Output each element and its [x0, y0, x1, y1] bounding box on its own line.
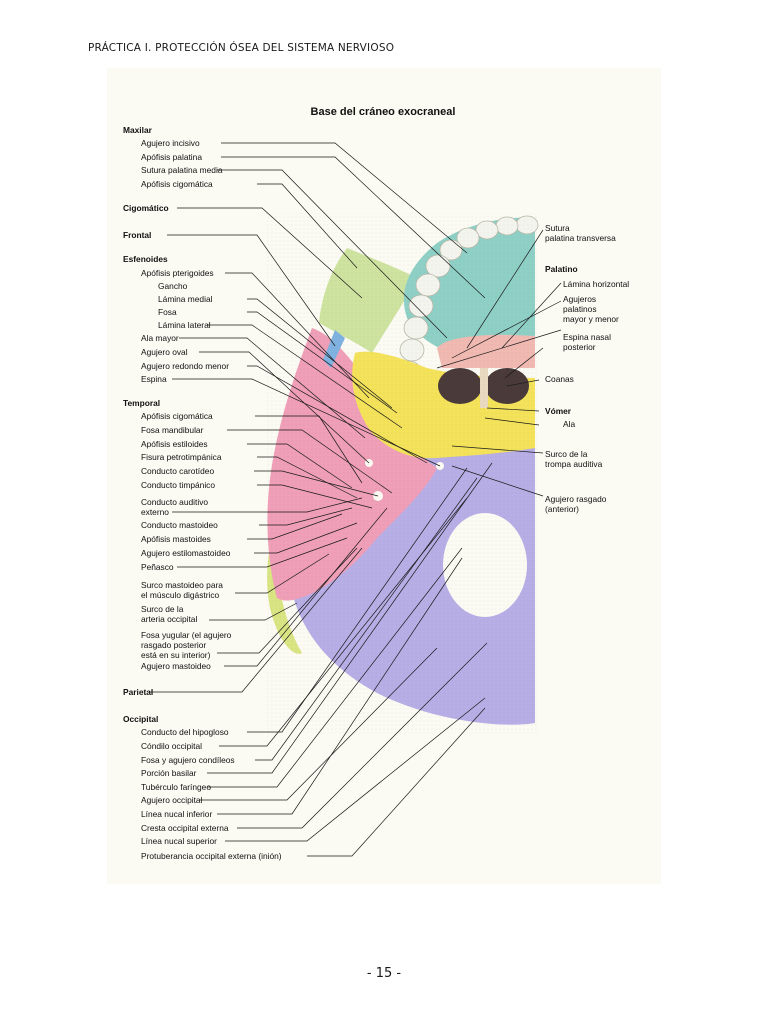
- label-trompa-auditiva: trompa auditiva: [545, 459, 603, 469]
- label-vomer: Vómer: [545, 406, 572, 416]
- label-ala: Ala: [563, 419, 575, 429]
- label-esfenoides: Esfenoides: [123, 254, 168, 264]
- label-sutura-palatina-media: Sutura palatina media: [141, 165, 223, 175]
- skull-base-illustration: Base del cráneo exocraneal: [123, 106, 629, 861]
- label-linea-nucal-superior: Línea nucal superior: [141, 836, 217, 846]
- label-agujeros: Agujeros: [563, 294, 596, 304]
- left-label-column: Maxilar Agujero incisivo Apófisis palati…: [123, 125, 282, 861]
- label-porcion-basilar: Porción basilar: [141, 768, 197, 778]
- label-tuberculo-faringeo: Tubérculo faríngeo: [141, 782, 211, 792]
- label-temporal: Temporal: [123, 398, 160, 408]
- skull-half-view: [267, 213, 539, 733]
- label-fosa-agujero-condileos: Fosa y agujero condíleos: [141, 755, 235, 765]
- label-espina: Espina: [141, 374, 167, 384]
- label-fosa-yugular-3: está en su interior): [141, 650, 211, 660]
- label-conducto-hipogloso: Conducto del hipogloso: [141, 727, 229, 737]
- label-apofisis-cigomatica-maxilar: Apófisis cigomática: [141, 179, 213, 189]
- running-header: PRÁCTICA I. PROTECCIÓN ÓSEA DEL SISTEMA …: [88, 42, 395, 54]
- label-surco-mastoideo-2: el músculo digástrico: [141, 590, 220, 600]
- label-agujero-rasgado: Agujero rasgado: [545, 494, 607, 504]
- label-linea-nucal-inferior: Línea nucal inferior: [141, 809, 212, 819]
- label-surco-arteria-1: Surco de la: [141, 604, 184, 614]
- label-occipital: Occipital: [123, 714, 158, 724]
- label-espina-nasal: Espina nasal: [563, 332, 611, 342]
- label-condilo-occipital: Cóndilo occipital: [141, 741, 202, 751]
- anatomy-plate: Base del cráneo exocraneal: [107, 68, 661, 884]
- label-lamina-lateral: Lámina lateral: [158, 320, 211, 330]
- label-posterior: posterior: [563, 342, 596, 352]
- label-agujero-oval: Agujero oval: [141, 347, 188, 357]
- label-agujero-mastoideo: Agujero mastoideo: [141, 661, 211, 671]
- label-agujero-estilomastoideo: Agujero estilomastoideo: [141, 548, 231, 558]
- label-conducto-carotideo: Conducto carotídeo: [141, 466, 214, 476]
- label-fosa-yugular-2: rasgado posterior: [141, 640, 206, 650]
- label-fosa-yugular-1: Fosa yugular (el agujero: [141, 630, 232, 640]
- label-ala-mayor: Ala mayor: [141, 333, 179, 343]
- label-mayor-y-menor: mayor y menor: [563, 314, 619, 324]
- label-conducto-auditivo: Conducto auditivo: [141, 497, 208, 507]
- label-palatino: Palatino: [545, 264, 578, 274]
- label-protuberancia-occipital: Protuberancia occipital externa (inión): [141, 851, 282, 861]
- label-agujero-incisivo: Agujero incisivo: [141, 138, 200, 148]
- label-conducto-timpanico: Conducto timpánico: [141, 480, 215, 490]
- label-agujero-redondo-menor: Agujero redondo menor: [141, 361, 229, 371]
- label-gancho: Gancho: [158, 281, 188, 291]
- label-fisura-petrotimpanica: Fisura petrotimpánica: [141, 452, 222, 462]
- label-fosa: Fosa: [158, 307, 177, 317]
- label-palatinos: palatinos: [563, 304, 597, 314]
- label-conducto-mastoideo: Conducto mastoideo: [141, 520, 218, 530]
- label-maxilar: Maxilar: [123, 125, 153, 135]
- label-fosa-mandibular: Fosa mandibular: [141, 425, 204, 435]
- label-surco-arteria-2: arteria occipital: [141, 614, 197, 624]
- label-coanas: Coanas: [545, 374, 574, 384]
- label-apofisis-cigomatica-temporal: Apófisis cigomática: [141, 411, 213, 421]
- label-apofisis-palatina: Apófisis palatina: [141, 152, 202, 162]
- label-cresta-occipital-externa: Cresta occipital externa: [141, 823, 229, 833]
- label-palatina-transversa: palatina transversa: [545, 233, 616, 243]
- figure-title: Base del cráneo exocraneal: [311, 106, 456, 118]
- label-cigomatico: Cigomático: [123, 203, 169, 213]
- label-anterior: (anterior): [545, 504, 579, 514]
- label-parietal: Parietal: [123, 687, 153, 697]
- label-apofisis-mastoides: Apófisis mastoides: [141, 534, 211, 544]
- label-lamina-medial: Lámina medial: [158, 294, 213, 304]
- label-apofisis-pterigoides: Apófisis pterigoides: [141, 268, 214, 278]
- label-lamina-horizontal: Lámina horizontal: [563, 279, 629, 289]
- label-penasco: Peñasco: [141, 562, 174, 572]
- leader-lines: [149, 142, 562, 857]
- label-externo: externo: [141, 507, 169, 517]
- label-surco-de-la: Surco de la: [545, 449, 588, 459]
- label-sutura: Sutura: [545, 223, 570, 233]
- label-surco-mastoideo-1: Surco mastoideo para: [141, 580, 223, 590]
- right-label-column: Sutura palatina transversa Palatino Lámi…: [545, 223, 629, 514]
- label-frontal: Frontal: [123, 230, 151, 240]
- page-number: - 15 -: [366, 966, 402, 981]
- label-apofisis-estiloides: Apófisis estiloides: [141, 439, 208, 449]
- label-agujero-occipital: Agujero occipital: [141, 795, 203, 805]
